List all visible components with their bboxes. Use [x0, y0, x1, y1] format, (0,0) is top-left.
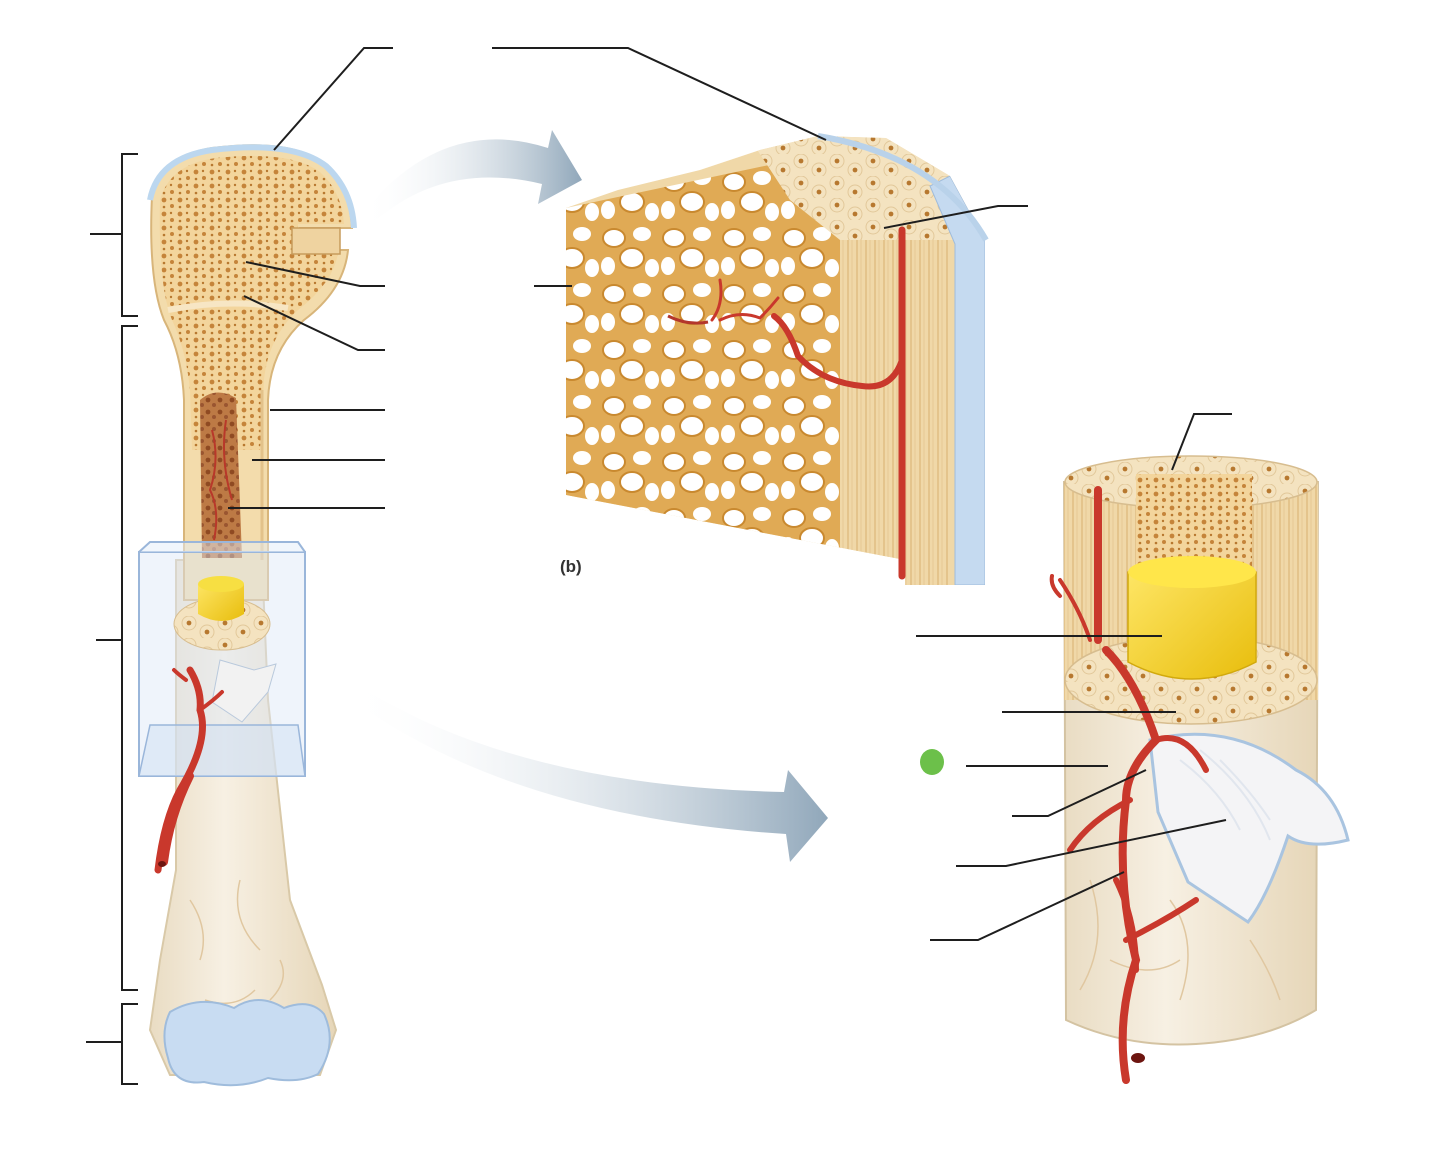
distal-articular-cartilage	[163, 999, 331, 1087]
curved-arrow-up-icon	[362, 130, 582, 224]
diaphysis-section-c	[1049, 455, 1350, 1084]
periosteum-curve-b	[817, 133, 989, 242]
green-dot-marker-icon	[920, 749, 944, 775]
nutrient-artery-right	[1094, 486, 1161, 1084]
spongy-bone-block-b	[566, 133, 989, 585]
bracket-diaphysis	[96, 325, 138, 991]
leaders-right	[916, 413, 1232, 941]
periosteum-flap	[1148, 732, 1350, 925]
leader-nutrient-artery-c	[930, 871, 1125, 941]
leader-perforating-fibers	[1012, 769, 1147, 817]
leader-osteon	[1171, 413, 1232, 471]
leaders-left	[228, 47, 393, 509]
leader-compact-bone-b	[883, 205, 1028, 229]
panel-label-b: (b)	[560, 557, 582, 576]
leader-blood-vessels	[956, 819, 1227, 867]
epiphyseal-line	[167, 300, 289, 313]
region-brackets	[86, 153, 138, 1085]
leader-spongy-bone	[245, 261, 385, 287]
nutrient-artery-left	[160, 772, 194, 866]
leader-epiphyseal-line	[243, 295, 385, 351]
medullary-cavity-red-marrow	[200, 392, 242, 558]
long-bone-figure	[138, 144, 357, 1087]
section-box	[138, 541, 306, 874]
leaders-middle	[492, 47, 1028, 287]
curved-arrow-down-icon	[344, 676, 828, 862]
leader-articular-cartilage	[273, 47, 393, 151]
leader-periosteum	[492, 47, 827, 141]
bracket-distal-epiphysis	[86, 1003, 138, 1085]
bracket-proximal-epiphysis	[90, 153, 138, 317]
